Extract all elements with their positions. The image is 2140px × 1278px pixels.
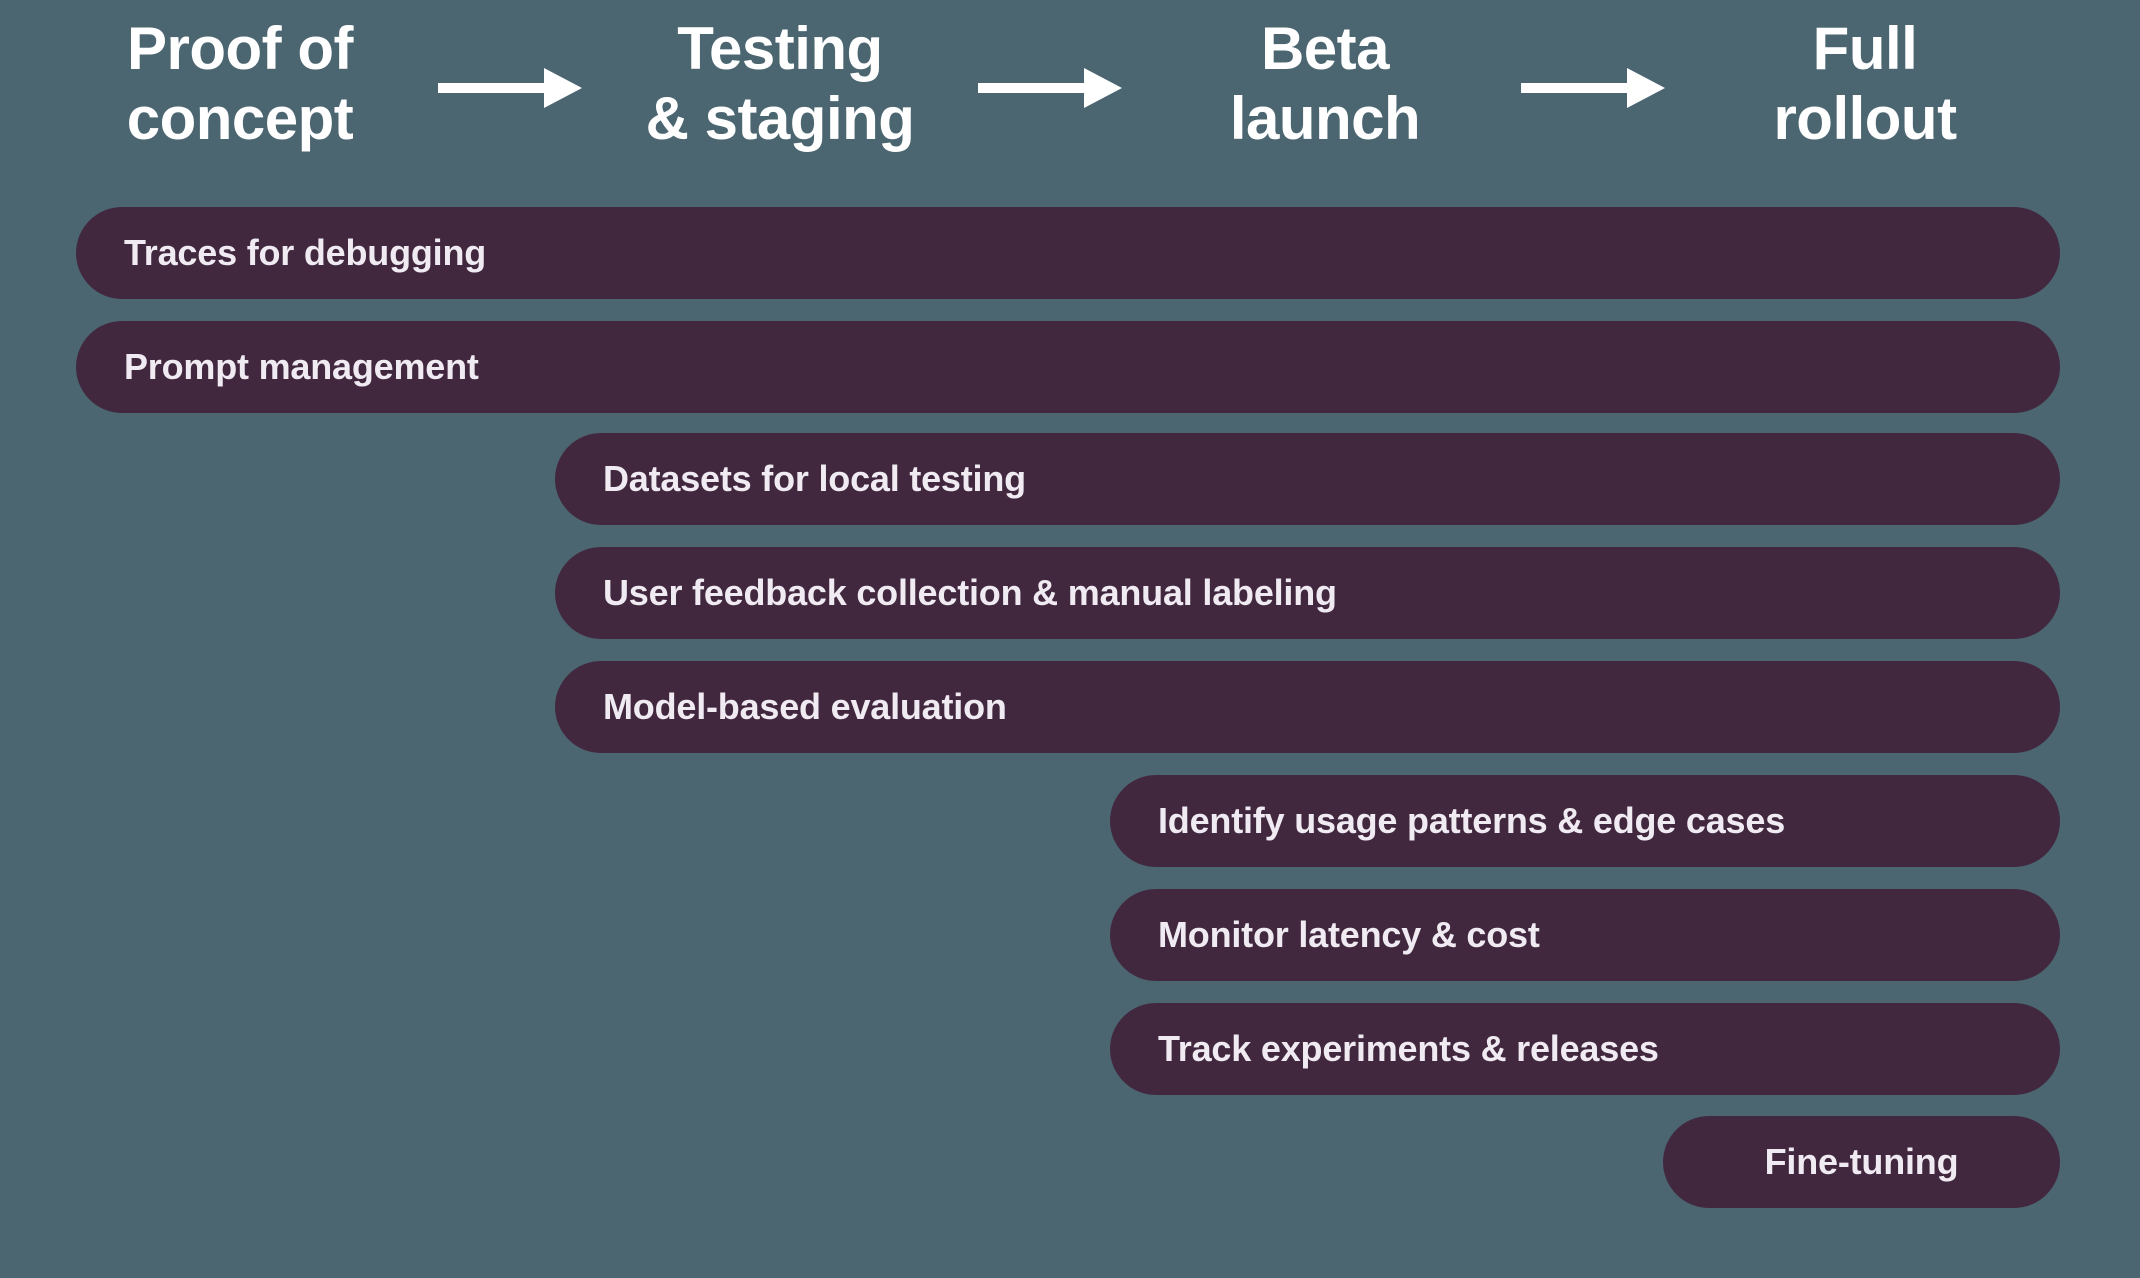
capability-bar-label: Model-based evaluation <box>603 686 1007 727</box>
stage-label-full-rollout: Full rollout <box>1773 15 1957 152</box>
capability-bar-label: Traces for debugging <box>124 232 487 273</box>
arrow-right-icon <box>438 64 582 112</box>
capability-bar-datasets-for-local-testing[interactable]: Datasets for local testing <box>555 433 2060 525</box>
capability-bar-traces-for-debugging[interactable]: Traces for debugging <box>76 207 2060 299</box>
capability-bar-label: Fine-tuning <box>1764 1141 1959 1182</box>
capability-bar-monitor-latency-and-cost[interactable]: Monitor latency & cost <box>1110 889 2060 981</box>
capability-bar-track-experiments-and-releases[interactable]: Track experiments & releases <box>1110 1003 2060 1095</box>
arrow-right-icon <box>978 64 1122 112</box>
stage-label-proof-of-concept: Proof of concept <box>126 15 354 152</box>
capability-bar-fine-tuning[interactable]: Fine-tuning <box>1663 1116 2060 1208</box>
capability-bar-label: Track experiments & releases <box>1158 1028 1659 1069</box>
capability-bar-label: Datasets for local testing <box>603 458 1026 499</box>
capability-bar-user-feedback-collection[interactable]: User feedback collection & manual labeli… <box>555 547 2060 639</box>
stage-label-testing-and-staging: Testing & staging <box>645 15 915 152</box>
capability-bar-label: Monitor latency & cost <box>1158 914 1540 955</box>
capability-bar-label: Identify usage patterns & edge cases <box>1158 800 1786 841</box>
capability-bar-identify-usage-patterns[interactable]: Identify usage patterns & edge cases <box>1110 775 2060 867</box>
capability-bar-model-based-evaluation[interactable]: Model-based evaluation <box>555 661 2060 753</box>
arrow-right-icon <box>1521 64 1665 112</box>
capability-bar-label: User feedback collection & manual labeli… <box>603 572 1337 613</box>
capability-bar-label: Prompt management <box>124 346 479 387</box>
stage-label-beta-launch: Beta launch <box>1229 15 1421 152</box>
capability-bar-prompt-management[interactable]: Prompt management <box>76 321 2060 413</box>
